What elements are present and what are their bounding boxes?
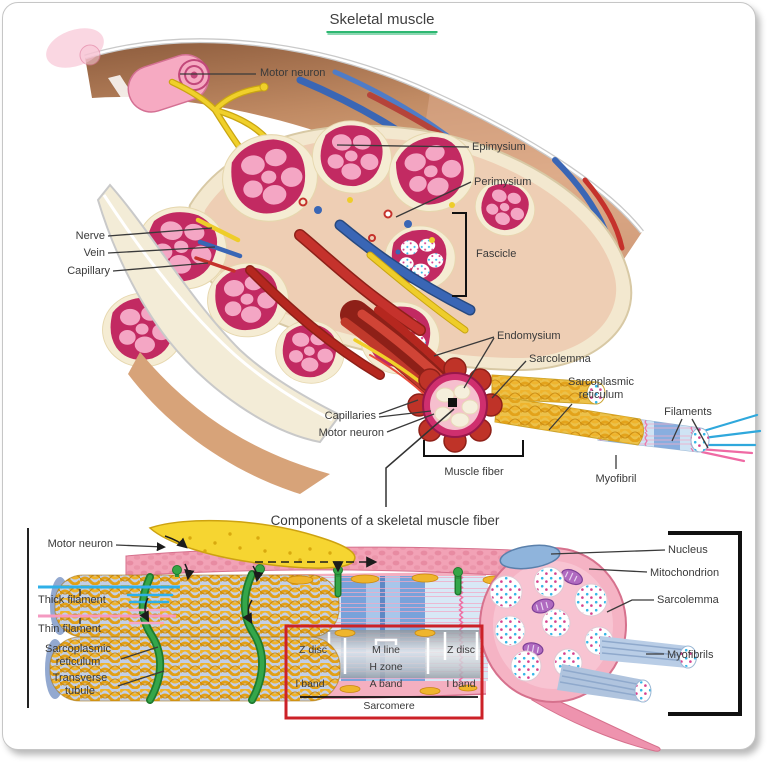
pulled-myofibrils [557,636,697,703]
myofibril-circles [489,566,614,682]
label-i-band-right: I band [446,678,476,690]
fiber-cross-section-face [479,544,627,703]
label-myofibril: Myofibril [595,473,637,485]
label-thick-filament: Thick filament [38,594,106,606]
right-bracket [668,531,742,716]
label-sarcolemma-top: Sarcolemma [529,353,591,365]
fascicle-bracket [452,212,467,297]
muscle-fiber-bracket [423,440,524,457]
capillary-dots [298,197,455,255]
label-a-band: A band [369,678,403,690]
bottom-leader-lines [115,542,666,687]
label-capillaries: Capillaries [324,410,376,422]
label-perimysium: Perimysium [474,176,532,188]
surface-sr-patches [286,573,508,695]
nerve-vein-capillary-bundle [194,217,243,273]
label-muscle-fiber: Muscle fiber [444,466,504,478]
epimysium-sheet [96,183,342,494]
top-leader-lines [107,73,709,469]
label-capillary: Capillary [67,265,110,277]
label-sarcomere: Sarcomere [363,700,415,712]
myofibril-extension [491,374,762,463]
label-sarcoplasmic-reticulum-bottom: Sarcoplasmic reticulum [44,643,112,668]
label-motor-neuron-2: Motor neuron [318,427,384,439]
black-square-marker [448,398,457,407]
filaments [697,413,762,463]
label-motor-neuron-top: Motor neuron [260,67,326,79]
label-filaments: Filaments [664,406,712,418]
panel-connector-line [385,408,455,507]
face-vessels [245,219,476,380]
label-endomysium: Endomysium [497,330,561,342]
label-z-disc-right: Z disc [446,644,476,656]
label-nucleus: Nucleus [668,544,708,556]
label-myofibrils: Myofibrils [667,649,714,661]
muscle-fiber-components-illustration [27,519,742,752]
muscle-fiber-cross-section [407,357,503,453]
label-thin-filament: Thin filament [38,623,101,635]
action-potential-arrows [139,535,378,624]
nucleus [499,544,561,570]
sarcomere-highlight-box [284,624,484,720]
label-m-line: M line [371,644,401,656]
label-z-disc-left: Z disc [298,644,328,656]
label-fascicle: Fascicle [476,248,517,260]
figure-title: Skeletal muscle [326,11,438,33]
label-sarcolemma-bottom: Sarcolemma [657,594,719,606]
label-i-band-left: I band [295,678,325,690]
label-vein: Vein [83,247,105,259]
sarcolemma-tail [530,694,661,752]
label-sarcoplasmic-reticulum-top: Sarcoplasmic reticulum [567,376,635,401]
whole-muscle-illustration [46,28,762,507]
label-nerve: Nerve [75,230,105,242]
bottom-panel-title: Components of a skeletal muscle fiber [270,513,500,528]
label-motor-neuron-bottom: Motor neuron [47,538,113,550]
label-epimysium: Epimysium [472,141,526,153]
label-transverse-tubule: Transverse tubule [52,672,108,697]
label-h-zone: H zone [369,661,403,673]
label-mitochondrion: Mitochondrion [650,567,720,579]
muscle-spindle [46,28,211,113]
cut-filaments [126,593,174,625]
